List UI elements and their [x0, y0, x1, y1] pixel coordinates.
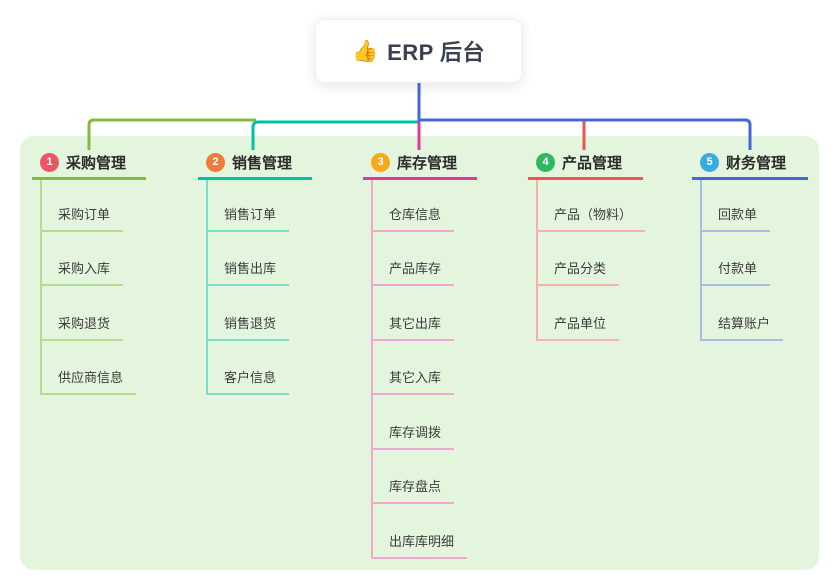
branch-item[interactable]: 销售出库 [206, 258, 290, 286]
branch-item[interactable]: 库存调拨 [371, 422, 455, 450]
branch-item[interactable]: 采购入库 [40, 258, 124, 286]
branch-connector-line [371, 180, 373, 559]
branch-item[interactable]: 库存盘点 [371, 476, 455, 504]
branch-item[interactable]: 出库库明细 [371, 531, 468, 559]
branch-item[interactable]: 其它出库 [371, 313, 455, 341]
branch-item[interactable]: 结算账户 [700, 313, 784, 341]
branch-connector-line [700, 180, 702, 341]
branch-item[interactable]: 供应商信息 [40, 367, 137, 395]
branch-title[interactable]: 3 库存管理 [363, 147, 477, 180]
branch-connector-line [206, 180, 208, 395]
branch-title[interactable]: 4 产品管理 [528, 147, 643, 180]
branch-item[interactable]: 回款单 [700, 204, 771, 232]
branch-title-label: 采购管理 [66, 154, 127, 172]
connector-sales [251, 120, 419, 150]
branch-connector-line [536, 180, 538, 341]
branch-item[interactable]: 产品分类 [536, 258, 620, 286]
mindmap-panel [20, 136, 819, 570]
branch-item[interactable]: 产品单位 [536, 313, 620, 341]
thumbs-up-icon: 👍 [351, 39, 379, 63]
branch-number-badge: 3 [371, 152, 390, 172]
branch-number-badge: 1 [40, 152, 59, 172]
branch-title-label: 财务管理 [726, 154, 787, 172]
branch-number-badge: 5 [700, 152, 719, 172]
branch-item[interactable]: 付款单 [700, 258, 771, 286]
branch-title-label: 销售管理 [232, 154, 293, 172]
branch-title-label: 库存管理 [397, 154, 458, 172]
branch-title[interactable]: 1 采购管理 [32, 147, 146, 180]
branch-title-label: 产品管理 [562, 154, 623, 172]
branch-title[interactable]: 2 销售管理 [198, 147, 312, 180]
branch-connector-line [40, 180, 42, 395]
branch-item[interactable]: 客户信息 [206, 367, 290, 395]
branch-number-badge: 4 [536, 152, 555, 172]
branch-item[interactable]: 采购订单 [40, 204, 124, 232]
branch-number-badge: 2 [206, 152, 225, 172]
branch-item[interactable]: 采购退货 [40, 313, 124, 341]
branch-item[interactable]: 销售退货 [206, 313, 290, 341]
branch-item[interactable]: 产品库存 [371, 258, 455, 286]
root-node[interactable]: 👍 ERP 后台 [315, 19, 522, 83]
branch-title[interactable]: 5 财务管理 [692, 147, 808, 180]
branch-item[interactable]: 仓库信息 [371, 204, 455, 232]
branch-item[interactable]: 产品（物料） [536, 204, 646, 232]
branch-item[interactable]: 销售订单 [206, 204, 290, 232]
branch-item[interactable]: 其它入库 [371, 367, 455, 395]
connector-purchase [87, 118, 256, 150]
root-title: ERP 后台 [387, 40, 486, 65]
connector-finance-root [417, 81, 752, 150]
